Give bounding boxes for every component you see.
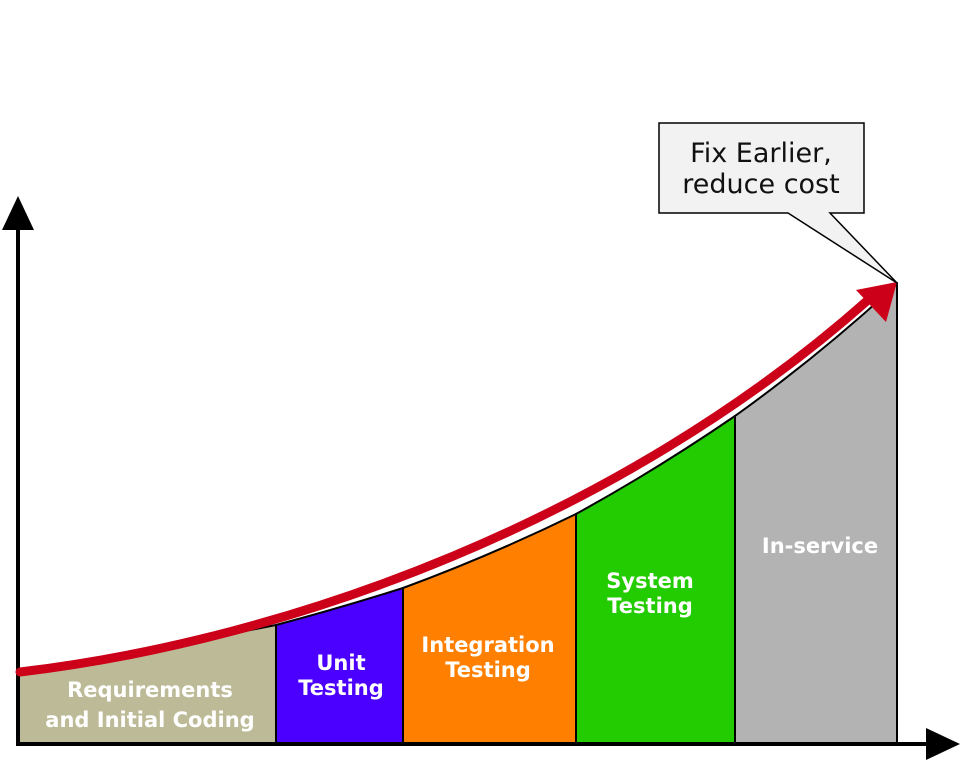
phase-labels: Requirements and Initial Coding Unit Tes… bbox=[45, 534, 878, 732]
y-axis-arrowhead bbox=[2, 196, 34, 230]
phase-label-integration-testing-line-1: Integration bbox=[421, 633, 554, 657]
phase-region-system-testing bbox=[575, 414, 736, 744]
phase-label-unit-testing-line-2: Testing bbox=[298, 676, 384, 700]
phase-label-system-testing-line-1: System bbox=[606, 569, 693, 593]
callout-bubble bbox=[658, 122, 898, 284]
cost-curve bbox=[15, 282, 897, 677]
phase-region-in-service bbox=[734, 281, 898, 744]
callout: Fix Earlier, reduce cost bbox=[658, 122, 898, 284]
cost-curve-arrowhead bbox=[856, 282, 897, 322]
callout-text-line-1: Fix Earlier, bbox=[690, 138, 832, 169]
callout-text-line-2: reduce cost bbox=[682, 169, 839, 200]
phase-label-integration-testing-line-2: Testing bbox=[445, 658, 531, 682]
phase-label-system-testing-line-2: Testing bbox=[607, 594, 693, 618]
phase-region-integration-testing bbox=[402, 512, 577, 744]
x-axis-arrowhead bbox=[926, 728, 960, 760]
axes bbox=[2, 196, 960, 760]
cost-curve-line bbox=[15, 295, 873, 677]
phase-label-requirements-line-1: Requirements bbox=[67, 678, 233, 702]
phase-label-in-service: In-service bbox=[762, 534, 878, 558]
phase-label-unit-testing-line-1: Unit bbox=[316, 651, 365, 675]
phase-label-requirements-line-2: and Initial Coding bbox=[45, 708, 254, 732]
